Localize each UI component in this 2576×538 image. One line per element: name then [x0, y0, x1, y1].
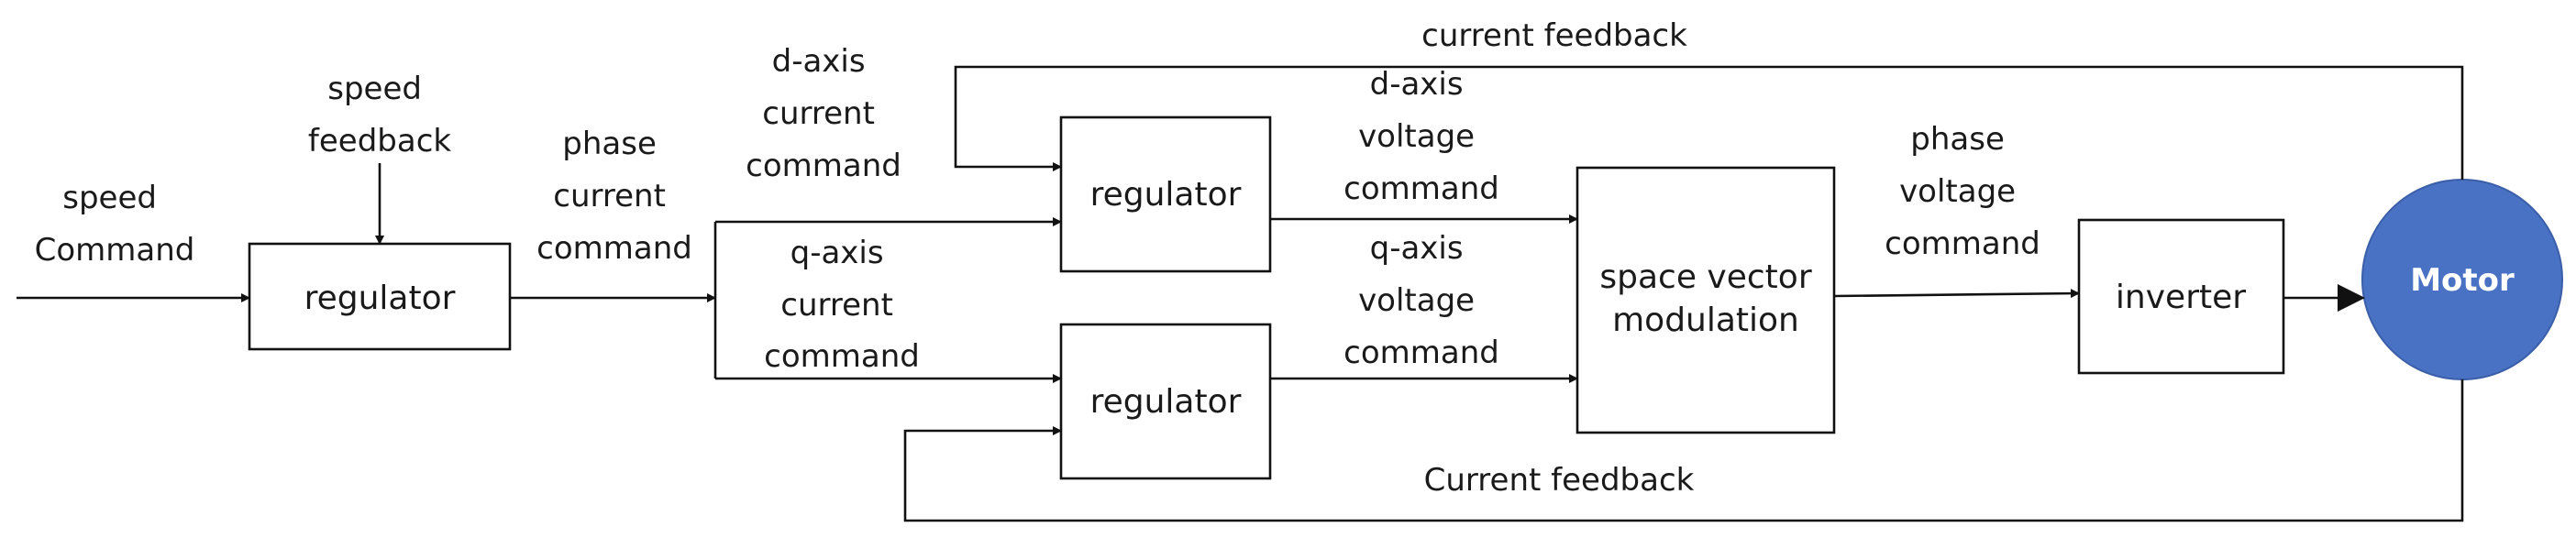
phase-current-command-label: phase current command — [536, 126, 692, 267]
q-axis-current-command-label: q-axis current command — [764, 235, 920, 375]
phase-voltage-command-label: phase voltage command — [1885, 121, 2040, 262]
d-axis-regulator-label: regulator — [1090, 176, 1242, 214]
speed-regulator-block — [248, 242, 512, 351]
top-current-feedback-label: current feedback — [1421, 17, 1687, 54]
inverter-block — [2077, 218, 2285, 375]
top-current-feedback-loop — [954, 65, 2464, 180]
svm-label-line1: space vector — [1599, 258, 1811, 296]
speed-feedback-label: speed feedback — [308, 71, 451, 159]
speed-regulator-label: regulator — [304, 280, 456, 317]
svm-label-line2: modulation — [1612, 302, 1799, 339]
phase-voltage-command-arrow — [1833, 289, 2080, 299]
speed-command-label: speed Command — [35, 180, 195, 269]
motor-label: Motor — [2410, 262, 2515, 299]
d-axis-voltage-command-label: d-axis voltage command — [1343, 66, 1499, 207]
bottom-current-feedback-label: Current feedback — [1424, 462, 1695, 499]
q-axis-voltage-command-label: q-axis voltage command — [1343, 230, 1499, 371]
d-axis-regulator-block — [1059, 115, 1272, 273]
svm-block — [1575, 166, 1836, 434]
q-axis-regulator-block — [1059, 323, 1272, 480]
q-axis-regulator-label: regulator — [1090, 383, 1242, 421]
bottom-current-feedback-loop — [903, 379, 2464, 522]
inverter-label: inverter — [2116, 279, 2246, 316]
d-axis-current-command-label: d-axis current command — [746, 43, 901, 184]
